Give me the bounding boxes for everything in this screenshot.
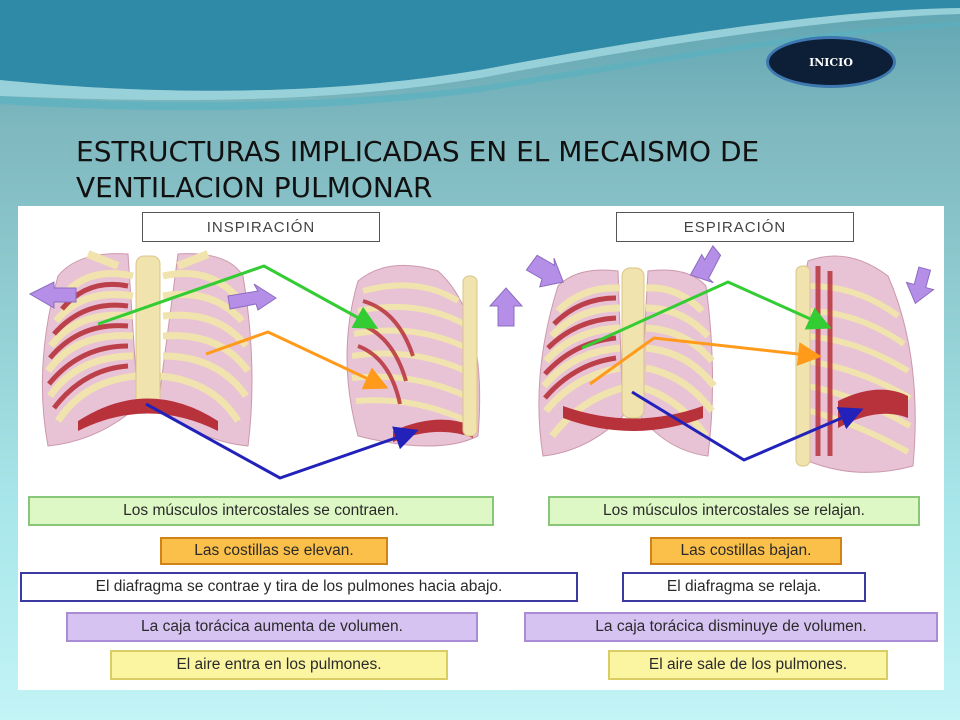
purple-arrow-inward [689, 245, 722, 284]
inicio-button[interactable]: INICIO [766, 36, 896, 88]
label-caja-disminuye: La caja torácica disminuye de volumen. [524, 612, 938, 642]
label-intercostales-contraen: Los músculos intercostales se contraen. [28, 496, 494, 526]
label-aire-sale: El aire sale de los pulmones. [608, 650, 888, 680]
purple-arrow-up [488, 287, 524, 327]
inspiracion-front-ribcage [41, 250, 253, 447]
label-intercostales-relajan: Los músculos intercostales se relajan. [548, 496, 920, 526]
inspiracion-header: INSPIRACIÓN [142, 212, 380, 242]
espiracion-header: ESPIRACIÓN [616, 212, 854, 242]
label-aire-entra: El aire entra en los pulmones. [110, 650, 448, 680]
purple-arrow-outward [28, 281, 77, 309]
label-diafragma-relaja: El diafragma se relaja. [622, 572, 866, 602]
blue-arrow [631, 390, 864, 462]
header-wave-decoration [0, 0, 960, 111]
purple-arrow-inward [525, 254, 565, 288]
label-diafragma-contrae: El diafragma se contrae y tira de los pu… [20, 572, 578, 602]
green-arrow [97, 264, 379, 329]
purple-arrow-down [905, 266, 935, 305]
label-costillas-bajan: Las costillas bajan. [650, 537, 842, 565]
orange-arrow [205, 330, 389, 390]
label-costillas-elevan: Las costillas se elevan. [160, 537, 388, 565]
label-caja-aumenta: La caja torácica aumenta de volumen. [66, 612, 478, 642]
blue-arrow [145, 402, 419, 480]
orange-arrow [589, 336, 822, 386]
page-title: ESTRUCTURAS IMPLICADAS EN EL MECAISMO DE… [76, 135, 760, 204]
purple-arrow-outward [227, 283, 277, 311]
ribcage-illustrations [28, 245, 935, 480]
ventilation-diagram: INSPIRACIÓN ESPIRACIÓN Los músculos inte… [18, 206, 944, 690]
espiracion-front-ribcage [538, 267, 717, 457]
green-arrow [581, 280, 832, 350]
espiracion-side-ribcage [795, 255, 916, 473]
inspiracion-side-ribcage [346, 264, 481, 447]
